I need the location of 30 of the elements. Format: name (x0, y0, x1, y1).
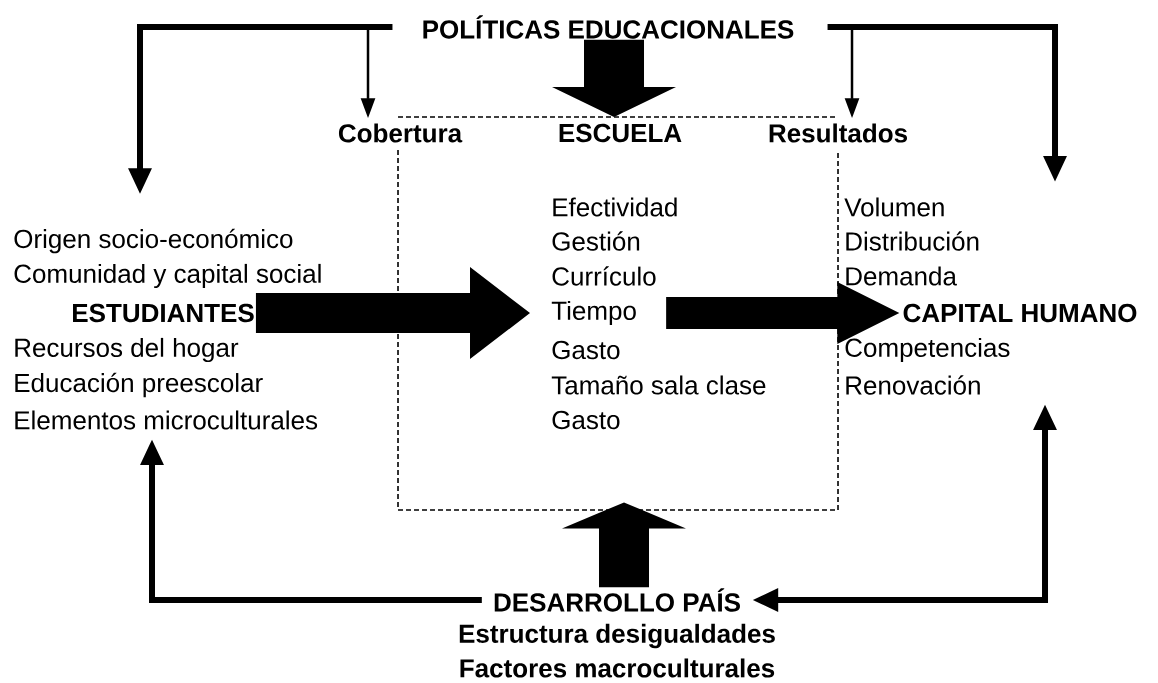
heading-text: POLÍTICAS EDUCACIONALES (423, 15, 794, 39)
list-item: Competencias (845, 337, 1010, 363)
heading-text: ESCUELA (559, 123, 682, 143)
list-item: Origen socio-económico (14, 228, 293, 254)
list-item: Efectividad (553, 197, 677, 217)
list-item: Gestión (552, 231, 640, 251)
list-item: Distribución (846, 231, 979, 251)
list-item: Elementos microculturales (15, 410, 318, 430)
heading-text: DESARROLLO PAÍS (494, 588, 740, 612)
heading-text: Resultados (769, 123, 907, 143)
list-item: Tamaño sala clase (551, 375, 766, 395)
list-item: Gasto (552, 340, 620, 360)
list-item: Gasto (552, 410, 620, 430)
list-item: Demanda (846, 266, 957, 286)
list-item: Tiempo (551, 300, 636, 326)
list-item: Volumen (844, 197, 944, 217)
block-arrow (255, 267, 530, 359)
list-item: Currículo (552, 266, 656, 286)
block-arrow (562, 502, 686, 588)
list-item: Renovación (846, 375, 980, 395)
heading-text: ESTUDIANTES (73, 303, 254, 323)
heading-text: Cobertura (338, 123, 463, 143)
list-item: Comunidad y capital social (14, 263, 321, 289)
heading-text: Estructura desigualdades (459, 623, 775, 649)
block-arrow (552, 39, 676, 117)
heading-text: Factores macroculturales (460, 658, 775, 678)
block-arrow (666, 282, 900, 344)
list-item: Recursos del hogar (15, 337, 239, 363)
list-item: Educación preescolar (15, 372, 263, 398)
heading-text: CAPITAL HUMANO (903, 303, 1137, 323)
